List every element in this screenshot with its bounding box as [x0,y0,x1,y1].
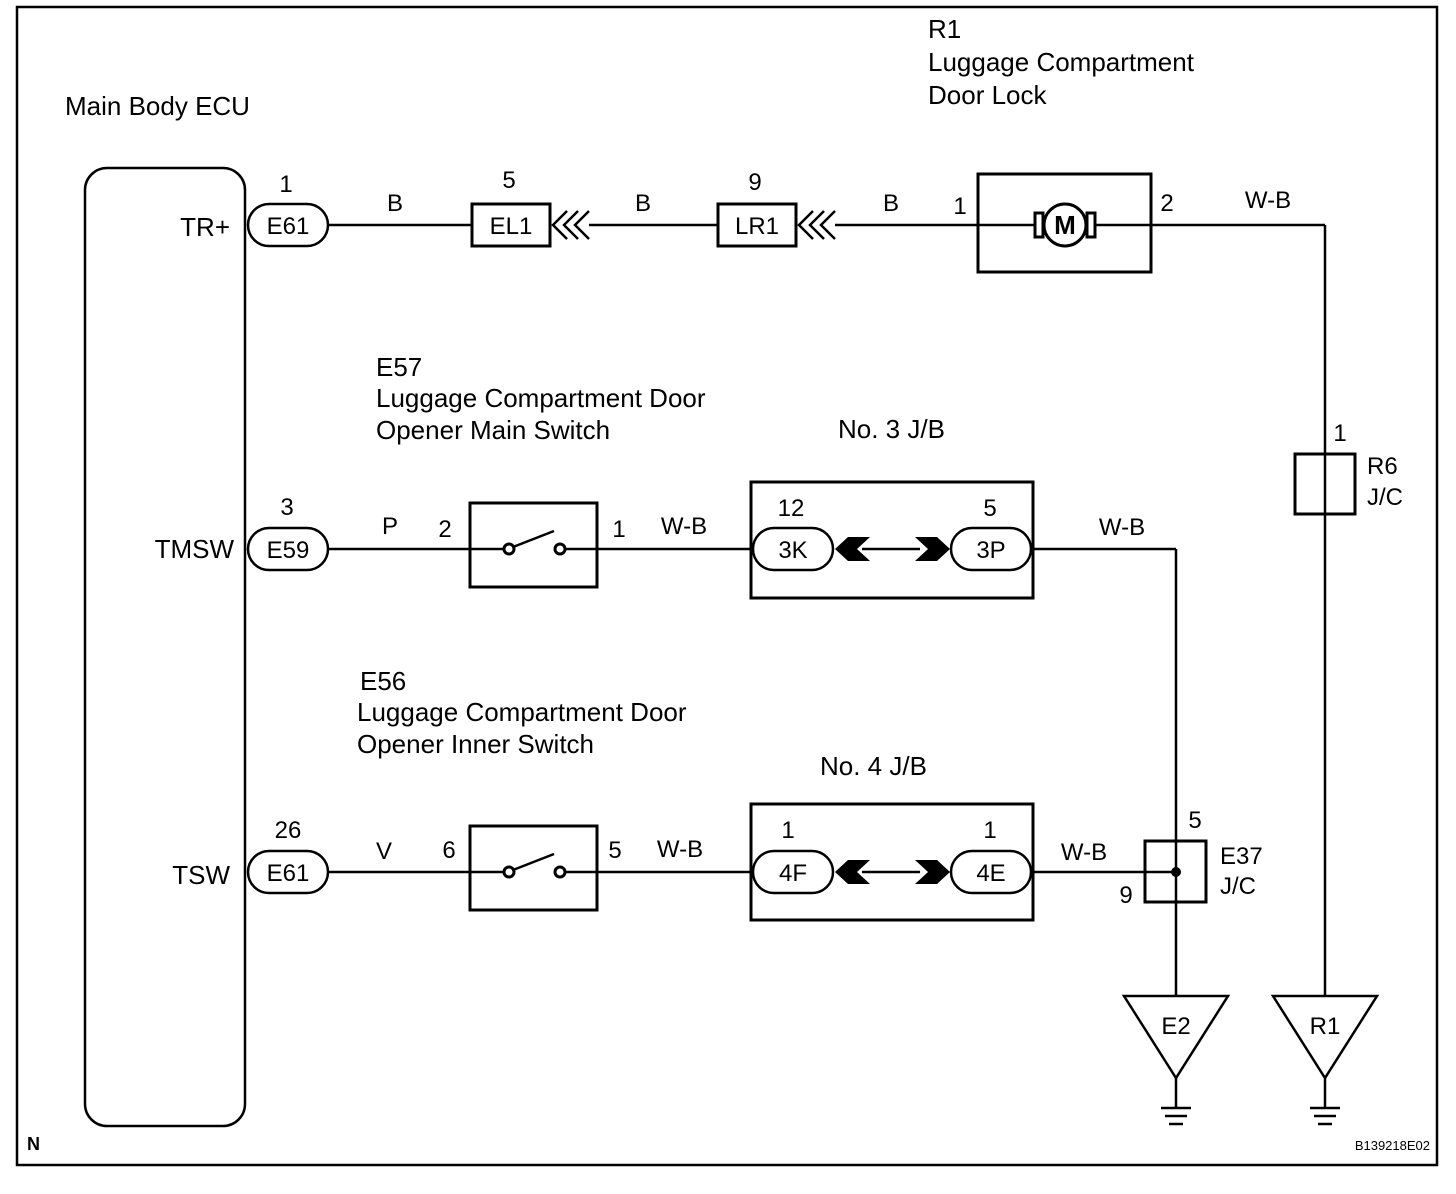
jb4-connector-4e-pin: 1 [983,817,996,844]
connector-e61-bottom-label: E61 [267,860,310,887]
jc-e37-splice-dot [1171,867,1181,877]
motor-brush-right [1085,211,1097,239]
main-switch-code: E57 [376,352,422,382]
connector-e61-top-label: E61 [267,213,310,240]
wire-wb-inner-label: W-B [657,836,703,863]
ecu-pin-tmsw: TMSW [155,534,235,564]
jc-r6-line1: R6 [1367,453,1398,480]
ground-r1-icon [1310,1106,1340,1126]
inner-switch-box [468,824,599,912]
connector-lr1 [716,202,798,248]
main-switch-name-line1: Luggage Compartment Door [376,383,706,413]
main-switch-pin-out: 1 [612,516,625,543]
connector-e61-top-pin: 1 [279,171,292,198]
motor-symbol: M [1054,210,1076,240]
inner-switch-name-line1: Luggage Compartment Door [357,697,687,727]
motor-brush-left [1033,211,1045,239]
jb3-arrow-left-icon [835,537,870,561]
connector-lr1-label: LR1 [735,213,779,240]
jb3-title: No. 3 J/B [838,414,945,444]
ground-e2-label: E2 [1161,1013,1190,1040]
wire-wb-3p-label: W-B [1099,514,1145,541]
corner-marker: N [27,1134,40,1154]
inner-switch-pin-in: 6 [442,837,455,864]
connector-e61-bottom-pin: 26 [275,817,302,844]
door-lock-name-line1: Luggage Compartment [928,47,1195,77]
diagram-frame [15,5,1439,1167]
jc-r6-pin: 1 [1333,420,1346,447]
jb3-connector-3k-label: 3K [778,537,807,564]
jb4-arrow-left-icon [835,860,870,884]
main-switch-box [468,501,599,589]
jb3-arrow-right-icon [915,537,950,561]
main-switch-contact-left [502,542,516,556]
chevron-lr1-icon [797,210,836,240]
jb4-connector-4f-pin: 1 [781,817,794,844]
inner-switch-contact-left [502,865,516,879]
door-lock-code: R1 [928,14,961,44]
connector-lr1-pin: 9 [748,169,761,196]
wire-wb-main-label: W-B [661,513,707,540]
jc-r6-line2: J/C [1367,484,1403,511]
inner-switch-name-line2: Opener Inner Switch [357,729,594,759]
ecu-pin-tr: TR+ [180,212,230,242]
connector-el1 [470,202,552,248]
ground-r1-label: R1 [1310,1013,1341,1040]
ground-e2-icon [1161,1106,1191,1126]
jc-e37-pin-top: 5 [1188,807,1201,834]
ground-e2-triangle [1121,994,1231,1081]
jb4-connector-4f [751,849,835,895]
diagram-reference: B139218E02 [1355,1138,1430,1153]
ecu-title: Main Body ECU [65,91,250,121]
door-lock-name-line2: Door Lock [928,80,1047,110]
jb4-connector-4f-label: 4F [779,860,807,887]
connector-e59-pin: 3 [280,494,293,521]
inner-switch-code: E56 [360,666,406,696]
jb4-arrow-right-icon [915,860,950,884]
wire-b-1-label: B [387,190,403,217]
door-lock-pin-out: 2 [1160,190,1173,217]
main-switch-name-line2: Opener Main Switch [376,415,610,445]
jb3-connector-3k [751,526,835,572]
inner-switch-contact-right [553,865,567,879]
ground-r1-triangle [1270,994,1380,1081]
connector-el1-pin: 5 [502,167,515,194]
inner-switch-lever-icon [512,852,555,872]
main-switch-contact-right [553,542,567,556]
connector-e59-label: E59 [267,537,310,564]
connector-el1-label: EL1 [490,213,533,240]
wire-v-label: V [376,838,392,865]
jc-e37-line2: J/C [1220,873,1256,900]
main-switch-lever-icon [512,529,555,549]
inner-switch-pin-out: 5 [608,837,621,864]
wire-p-label: P [382,513,398,540]
wire-b-2-label: B [635,190,651,217]
chevron-el1-icon [551,210,590,240]
main-switch-pin-in: 2 [438,516,451,543]
ecu-box [83,166,247,1128]
wire-wb-motor-label: W-B [1245,187,1291,214]
motor-icon [1042,202,1088,248]
wire-wb-4e-label: W-B [1061,839,1107,866]
jc-e37-line1: E37 [1220,843,1263,870]
ecu-pin-tsw: TSW [172,860,230,890]
jb3-connector-3p-pin: 5 [983,495,996,522]
jb4-title: No. 4 J/B [820,751,927,781]
wire-b-3-label: B [883,190,899,217]
jc-e37-pin-left: 9 [1119,882,1132,909]
door-lock-pin-in: 1 [953,193,966,220]
jb3-connector-3k-pin: 12 [778,495,805,522]
jb3-connector-3p-label: 3P [976,537,1005,564]
jb4-connector-4e-label: 4E [976,860,1005,887]
